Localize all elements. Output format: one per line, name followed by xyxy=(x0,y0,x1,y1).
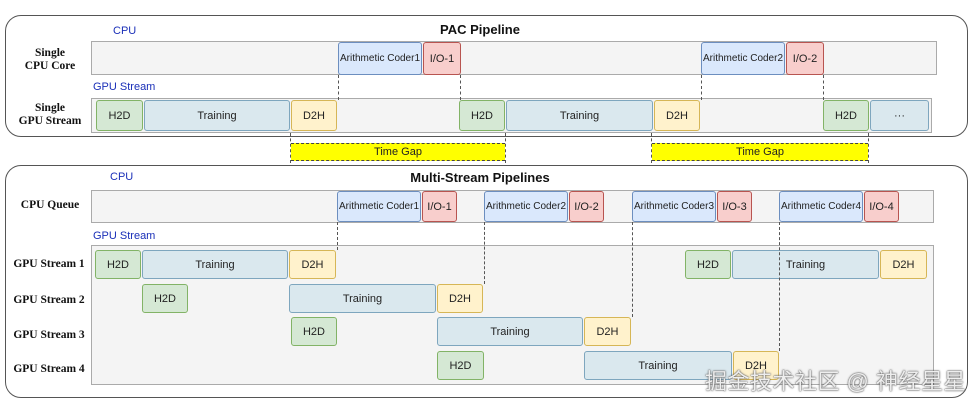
pac-dash-1 xyxy=(338,75,339,100)
pac-d2h-1: D2H xyxy=(291,100,337,131)
time-gap-2: Time Gap xyxy=(652,143,868,161)
pac-ellipsis-block: ··· xyxy=(870,100,929,131)
pac-io-2: I/O-2 xyxy=(786,42,824,75)
multi-arithmetic-coder4: Arithmetic Coder4 xyxy=(779,191,863,222)
multi-io-3: I/O-3 xyxy=(717,191,752,222)
pac-d2h-2: D2H xyxy=(654,100,700,131)
pac-cpu-label: CPU xyxy=(113,25,137,37)
gap-dash-2a xyxy=(651,133,652,163)
multi-dash-1 xyxy=(337,222,338,250)
row-label-single-gpu-stream: Single GPU Stream xyxy=(18,102,82,127)
pac-h2d-2: H2D xyxy=(459,100,505,131)
row-label-cpu-queue: CPU Queue xyxy=(20,199,80,211)
time-gap-1: Time Gap xyxy=(291,143,505,161)
multi-stream-title: Multi-Stream Pipelines xyxy=(410,170,550,185)
pac-training-1: Training xyxy=(144,100,290,131)
s1-training-2: Training xyxy=(732,250,879,279)
pac-h2d-3: H2D xyxy=(823,100,869,131)
pac-dash-3 xyxy=(701,75,702,100)
watermark: 掘金技术社区 @ 神经星星 xyxy=(704,369,966,394)
multi-dash-4 xyxy=(779,222,780,351)
row-label-gpu-stream-3: GPU Stream 3 xyxy=(13,329,85,341)
multi-io-2: I/O-2 xyxy=(569,191,604,222)
s1-d2h-2: D2H xyxy=(880,250,927,279)
multi-arithmetic-coder3: Arithmetic Coder3 xyxy=(632,191,716,222)
pac-pipeline-title: PAC Pipeline xyxy=(440,22,520,37)
pac-dash-4 xyxy=(823,75,824,100)
s2-h2d: H2D xyxy=(142,284,188,313)
row-label-single-cpu-core: Single CPU Core xyxy=(24,47,76,72)
s4-h2d: H2D xyxy=(437,351,484,380)
pac-training-2: Training xyxy=(506,100,653,131)
row-label-gpu-stream-1: GPU Stream 1 xyxy=(13,258,85,270)
s1-h2d-1: H2D xyxy=(95,250,141,279)
gap-dash-1a xyxy=(290,133,291,163)
pac-arithmetic-coder2: Arithmetic Coder2 xyxy=(701,42,785,75)
multi-arithmetic-coder2: Arithmetic Coder2 xyxy=(484,191,568,222)
multi-gpu-stream-label: GPU Stream xyxy=(93,230,156,242)
pac-gpu-stream-label: GPU Stream xyxy=(93,81,156,93)
s4-training: Training xyxy=(584,351,732,380)
pac-arithmetic-coder1: Arithmetic Coder1 xyxy=(338,42,422,75)
multi-dash-3 xyxy=(632,222,633,317)
multi-io-1: I/O-1 xyxy=(422,191,457,222)
s1-h2d-2: H2D xyxy=(685,250,731,279)
row-label-gpu-stream-4: GPU Stream 4 xyxy=(13,363,85,375)
multi-io-4: I/O-4 xyxy=(864,191,899,222)
s4-d2h: D2H xyxy=(733,351,779,380)
gap-dash-2b xyxy=(868,133,869,163)
s1-training-1: Training xyxy=(142,250,288,279)
s3-h2d: H2D xyxy=(291,317,337,346)
s3-d2h: D2H xyxy=(584,317,631,346)
pac-h2d-1: H2D xyxy=(96,100,143,131)
pac-io-1: I/O-1 xyxy=(423,42,461,75)
row-label-gpu-stream-2: GPU Stream 2 xyxy=(13,294,85,306)
multi-arithmetic-coder1: Arithmetic Coder1 xyxy=(337,191,421,222)
s2-training: Training xyxy=(289,284,436,313)
s3-training: Training xyxy=(437,317,583,346)
pac-dash-2 xyxy=(460,75,461,100)
gap-dash-1b xyxy=(505,133,506,163)
s1-d2h-1: D2H xyxy=(289,250,336,279)
s2-d2h: D2H xyxy=(437,284,483,313)
multi-cpu-label: CPU xyxy=(110,171,134,183)
multi-dash-2 xyxy=(484,222,485,284)
